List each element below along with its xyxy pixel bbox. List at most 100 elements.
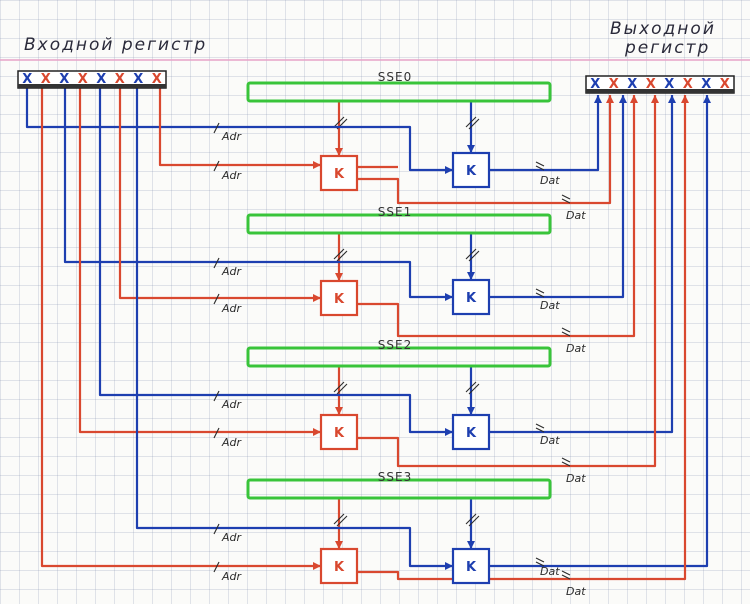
adr-blue-wire: [25, 88, 453, 172]
arrowhead: [313, 294, 321, 302]
dat-label: Dat: [566, 585, 586, 598]
k-box-red-0: [319, 154, 359, 192]
arrowhead: [313, 562, 321, 570]
bus-tick: [561, 327, 571, 333]
arrowhead: [681, 95, 689, 103]
bus-tick: [561, 570, 571, 576]
adr-label: Adr: [221, 302, 243, 315]
bus-tick: [213, 427, 220, 439]
dat-label: Dat: [540, 565, 560, 578]
bus-tick: [535, 423, 545, 429]
arrowhead: [467, 541, 475, 549]
input-register-cell: X: [41, 72, 51, 87]
output-register-cell: X: [664, 77, 674, 92]
sse-bar-1: [246, 213, 552, 235]
output-register-title-line1: Выходной: [610, 19, 716, 39]
arrowhead: [651, 95, 659, 103]
arrowhead: [335, 273, 343, 281]
arrowhead: [445, 562, 453, 570]
sse-label-3: SSE3: [378, 470, 412, 484]
bus-tick: [468, 383, 480, 395]
bus-tick: [213, 257, 220, 269]
arrowhead: [335, 148, 343, 156]
k-box-blue-1: [451, 278, 491, 316]
bus-tick: [561, 198, 571, 204]
k-label: K: [334, 426, 345, 441]
bus-tick: [333, 513, 345, 525]
arrowhead: [335, 541, 343, 549]
dat-label: Dat: [540, 174, 560, 187]
arrowhead: [467, 145, 475, 153]
bus-tick: [561, 574, 571, 580]
k-box-red-2: [319, 413, 359, 451]
arrowhead: [313, 161, 321, 169]
bus-tick: [561, 331, 571, 337]
dat-red-wire: [357, 95, 687, 581]
k-label: K: [334, 292, 345, 307]
adr-blue-wire: [63, 88, 453, 299]
input-register-bottom: [18, 84, 166, 88]
bus-tick: [535, 427, 545, 433]
k-label: K: [466, 291, 477, 306]
adr-label: Adr: [221, 398, 243, 411]
bus-tick: [336, 515, 348, 527]
k-label: K: [334, 560, 345, 575]
adr-label: Adr: [221, 265, 243, 278]
bus-tick: [333, 116, 345, 128]
arrowhead: [606, 95, 614, 103]
arrowhead: [335, 407, 343, 415]
sse-bar-2: [246, 346, 552, 368]
bus-tick: [333, 248, 345, 260]
arrowhead: [445, 166, 453, 174]
output-register-cell: X: [683, 77, 693, 92]
bus-tick: [561, 461, 571, 467]
dat-label: Dat: [566, 342, 586, 355]
bus-tick: [336, 383, 348, 395]
bus-tick: [468, 250, 480, 262]
k-box-blue-2: [451, 413, 491, 451]
bus-tick: [468, 515, 480, 527]
sse-bar-0: [246, 81, 552, 103]
wires: [25, 88, 711, 581]
sse-label-0: SSE0: [378, 70, 412, 84]
dat-red-wire: [357, 95, 657, 468]
arrowhead: [313, 428, 321, 436]
k-box-blue-0: [451, 151, 491, 189]
bus-tick: [213, 390, 220, 402]
bus-tick: [336, 250, 348, 262]
bus-tick: [333, 381, 345, 393]
sse-label-1: SSE1: [378, 205, 412, 219]
bus-tick: [561, 194, 571, 200]
bus-tick: [213, 160, 220, 172]
dat-label: Dat: [540, 299, 560, 312]
bus-tick: [468, 118, 480, 130]
k-label: K: [466, 164, 477, 179]
input-register-cell: X: [133, 72, 143, 87]
k-label: K: [466, 560, 477, 575]
bus-tick: [535, 165, 545, 171]
adr-blue-wire: [135, 88, 453, 568]
arrowhead: [703, 95, 711, 103]
bus-tick: [535, 292, 545, 298]
dat-red-wire: [357, 95, 636, 338]
adr-red-wire: [40, 88, 321, 568]
bus-tick: [535, 161, 545, 167]
dat-blue-wire: [489, 95, 625, 299]
dat-label: Dat: [566, 209, 586, 222]
sse-bar-3: [246, 478, 552, 500]
bus-tick: [535, 557, 545, 563]
input-register-cell: X: [22, 72, 32, 87]
adr-red-wire: [78, 88, 321, 434]
adr-red-wire: [158, 88, 321, 167]
dat-blue-wire: [489, 95, 674, 434]
output-register-title-line2: регистр: [624, 38, 710, 58]
bus-tick: [213, 523, 220, 535]
arrowhead: [619, 95, 627, 103]
output-register-cell: X: [701, 77, 711, 92]
input-register-cell: X: [152, 72, 162, 87]
adr-label: Adr: [221, 531, 243, 544]
bus-tick: [561, 457, 571, 463]
bus-tick: [213, 293, 220, 305]
